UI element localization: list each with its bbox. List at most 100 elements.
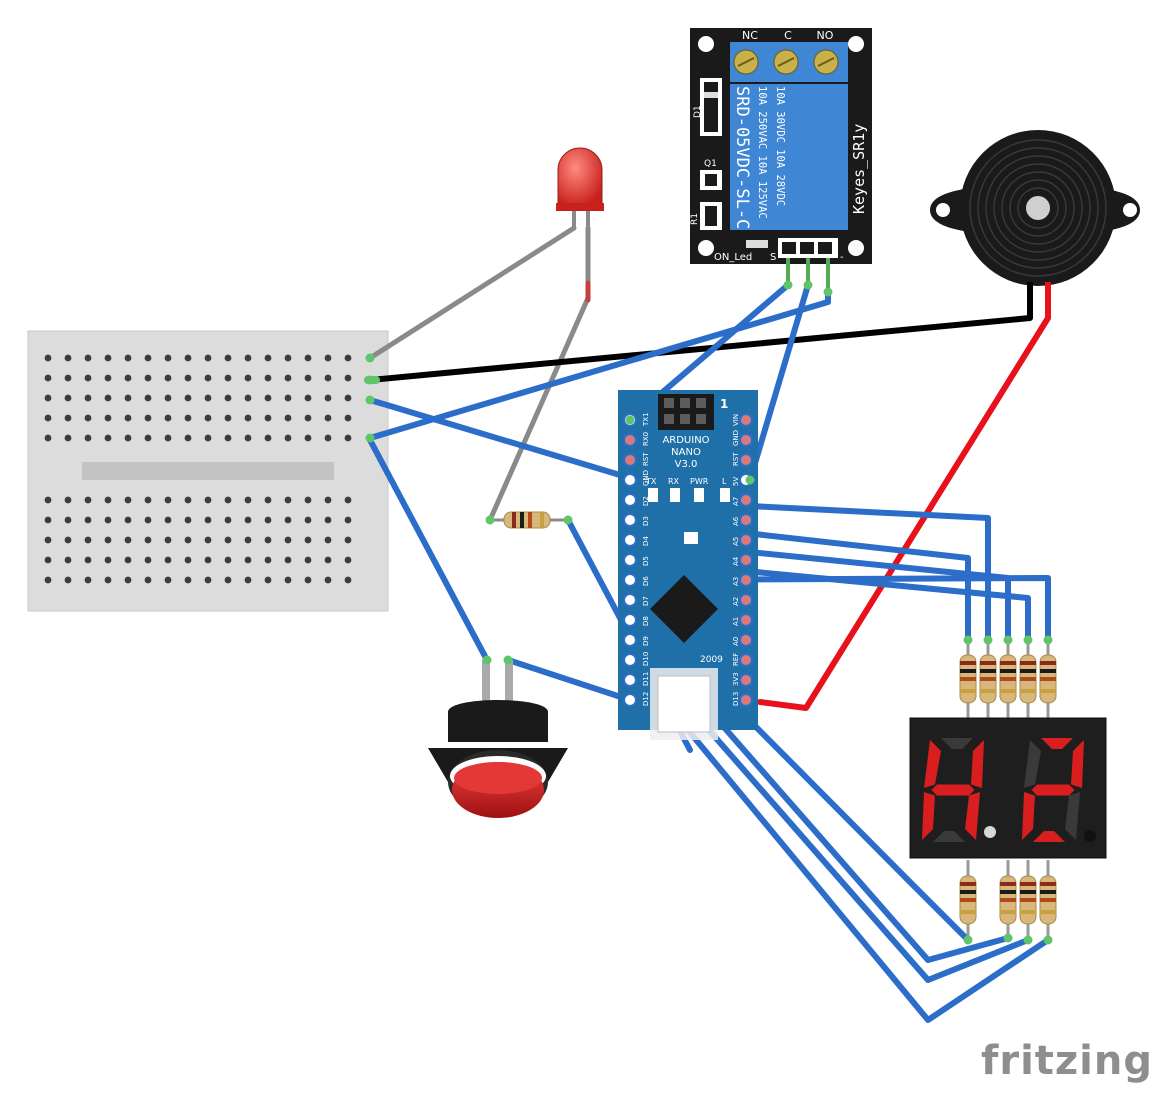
relay-body bbox=[730, 84, 848, 230]
wire-endpoint bbox=[365, 353, 375, 363]
breadboard-hole bbox=[124, 374, 132, 382]
breadboard-hole bbox=[64, 374, 72, 382]
arduino-left-pin bbox=[623, 513, 637, 527]
resistor-band bbox=[960, 677, 976, 681]
resistor-band bbox=[980, 677, 996, 681]
arduino-year: 2009 bbox=[700, 655, 723, 665]
arduino-left-pin bbox=[623, 593, 637, 607]
display-dp-1 bbox=[984, 826, 996, 838]
breadboard-hole bbox=[104, 556, 112, 564]
arduino-left-pin bbox=[623, 573, 637, 587]
arduino-right-pin-label: A1 bbox=[732, 617, 740, 626]
breadboard-hole bbox=[64, 394, 72, 402]
breadboard-hole bbox=[204, 516, 212, 524]
buzzer bbox=[930, 130, 1140, 300]
display-resistors-top bbox=[959, 640, 1057, 718]
button-vcc-wire bbox=[367, 437, 490, 663]
seg-wire-4 bbox=[627, 557, 1031, 643]
breadboard-hole bbox=[244, 414, 252, 422]
breadboard-hole bbox=[304, 434, 312, 442]
breadboard-hole bbox=[164, 354, 172, 362]
breadboard-hole bbox=[204, 434, 212, 442]
breadboard-hole bbox=[304, 414, 312, 422]
breadboard-hole bbox=[204, 374, 212, 382]
relay-pin-s: S bbox=[770, 252, 776, 263]
resistor-band bbox=[960, 669, 976, 673]
seg-wire-9 bbox=[627, 657, 1051, 1023]
arduino-right-pin-label: RST bbox=[732, 452, 740, 466]
arduino-right-pin bbox=[739, 533, 753, 547]
breadboard-hole bbox=[124, 576, 132, 584]
buzzer-ring bbox=[993, 163, 1083, 253]
arduino-left-pin bbox=[623, 653, 637, 667]
display-digit-2 bbox=[1022, 738, 1084, 842]
resistor-band bbox=[1020, 910, 1036, 914]
seg-wire-8 bbox=[627, 637, 1031, 983]
breadboard-hole bbox=[144, 394, 152, 402]
arduino-led-rx: RX bbox=[668, 477, 680, 486]
breadboard-hole bbox=[204, 576, 212, 584]
breadboard-hole bbox=[264, 434, 272, 442]
arduino-nano: 1 ARDUINO NANO V3.0 TX RX PWR L 2009 TX1… bbox=[618, 390, 758, 740]
resistor-band bbox=[1000, 882, 1016, 886]
breadboard-hole bbox=[184, 536, 192, 544]
breadboard-hole bbox=[44, 354, 52, 362]
relay-vcc-wire bbox=[747, 282, 811, 483]
breadboard-hole bbox=[344, 536, 352, 544]
resistor-band bbox=[1040, 910, 1056, 914]
arduino-left-pin bbox=[623, 453, 637, 467]
arduino-chip bbox=[650, 575, 718, 643]
resistor-band bbox=[980, 669, 996, 673]
breadboard-hole bbox=[204, 354, 212, 362]
red-led bbox=[556, 147, 604, 230]
breadboard-hole bbox=[144, 516, 152, 524]
power-wire bbox=[757, 283, 1051, 711]
breadboard-hole bbox=[304, 536, 312, 544]
breadboard-hole bbox=[104, 496, 112, 504]
arduino-left-pin bbox=[623, 493, 637, 507]
resistor-band bbox=[1000, 669, 1016, 673]
arduino-left-pin bbox=[623, 613, 637, 627]
display-segment-a bbox=[1041, 738, 1073, 749]
arduino-right-pin-label: A6 bbox=[732, 516, 740, 526]
display-segment-g bbox=[1031, 784, 1075, 796]
breadboard-hole bbox=[44, 434, 52, 442]
breadboard-hole bbox=[284, 434, 292, 442]
wire-endpoint bbox=[625, 415, 635, 425]
display-segment-e bbox=[1022, 792, 1035, 840]
breadboard-hole bbox=[44, 576, 52, 584]
arduino-left-pin-label: D11 bbox=[642, 672, 650, 686]
arduino-left-pin-label: RST bbox=[642, 452, 650, 466]
breadboard-hole bbox=[304, 556, 312, 564]
breadboard-hole bbox=[284, 414, 292, 422]
arduino-title: ARDUINO bbox=[662, 435, 709, 446]
breadboard-hole bbox=[224, 516, 232, 524]
breadboard-hole bbox=[284, 576, 292, 584]
breadboard-hole bbox=[224, 354, 232, 362]
resistor-band bbox=[1000, 689, 1016, 693]
arduino-left-pin-label: D2 bbox=[642, 496, 650, 506]
relay-terminal-no: NO bbox=[817, 29, 834, 42]
breadboard-hole bbox=[124, 516, 132, 524]
breadboard-hole bbox=[144, 496, 152, 504]
breadboard-hole bbox=[324, 496, 332, 504]
breadboard-hole bbox=[304, 394, 312, 402]
arduino-right-pin bbox=[739, 453, 753, 467]
arduino-left-pin-label: D4 bbox=[642, 536, 650, 546]
arduino-right-pin bbox=[739, 693, 753, 707]
led-resistor bbox=[490, 511, 568, 529]
breadboard-hole bbox=[84, 496, 92, 504]
wire-endpoint bbox=[1043, 935, 1053, 945]
breadboard-hole bbox=[244, 556, 252, 564]
resistor-band bbox=[1000, 661, 1016, 665]
resistor-band bbox=[960, 898, 976, 902]
breadboard-hole bbox=[124, 556, 132, 564]
arduino-right-pin bbox=[739, 513, 753, 527]
resistor-band bbox=[1040, 882, 1056, 886]
arduino-right-pin-label: D13 bbox=[732, 692, 740, 706]
wire-endpoint bbox=[823, 287, 833, 297]
arduino-led-tx: TX bbox=[645, 477, 657, 486]
arduino-left-pin-label: D10 bbox=[642, 652, 650, 666]
arduino-right-pin-label: 3V3 bbox=[732, 672, 740, 686]
